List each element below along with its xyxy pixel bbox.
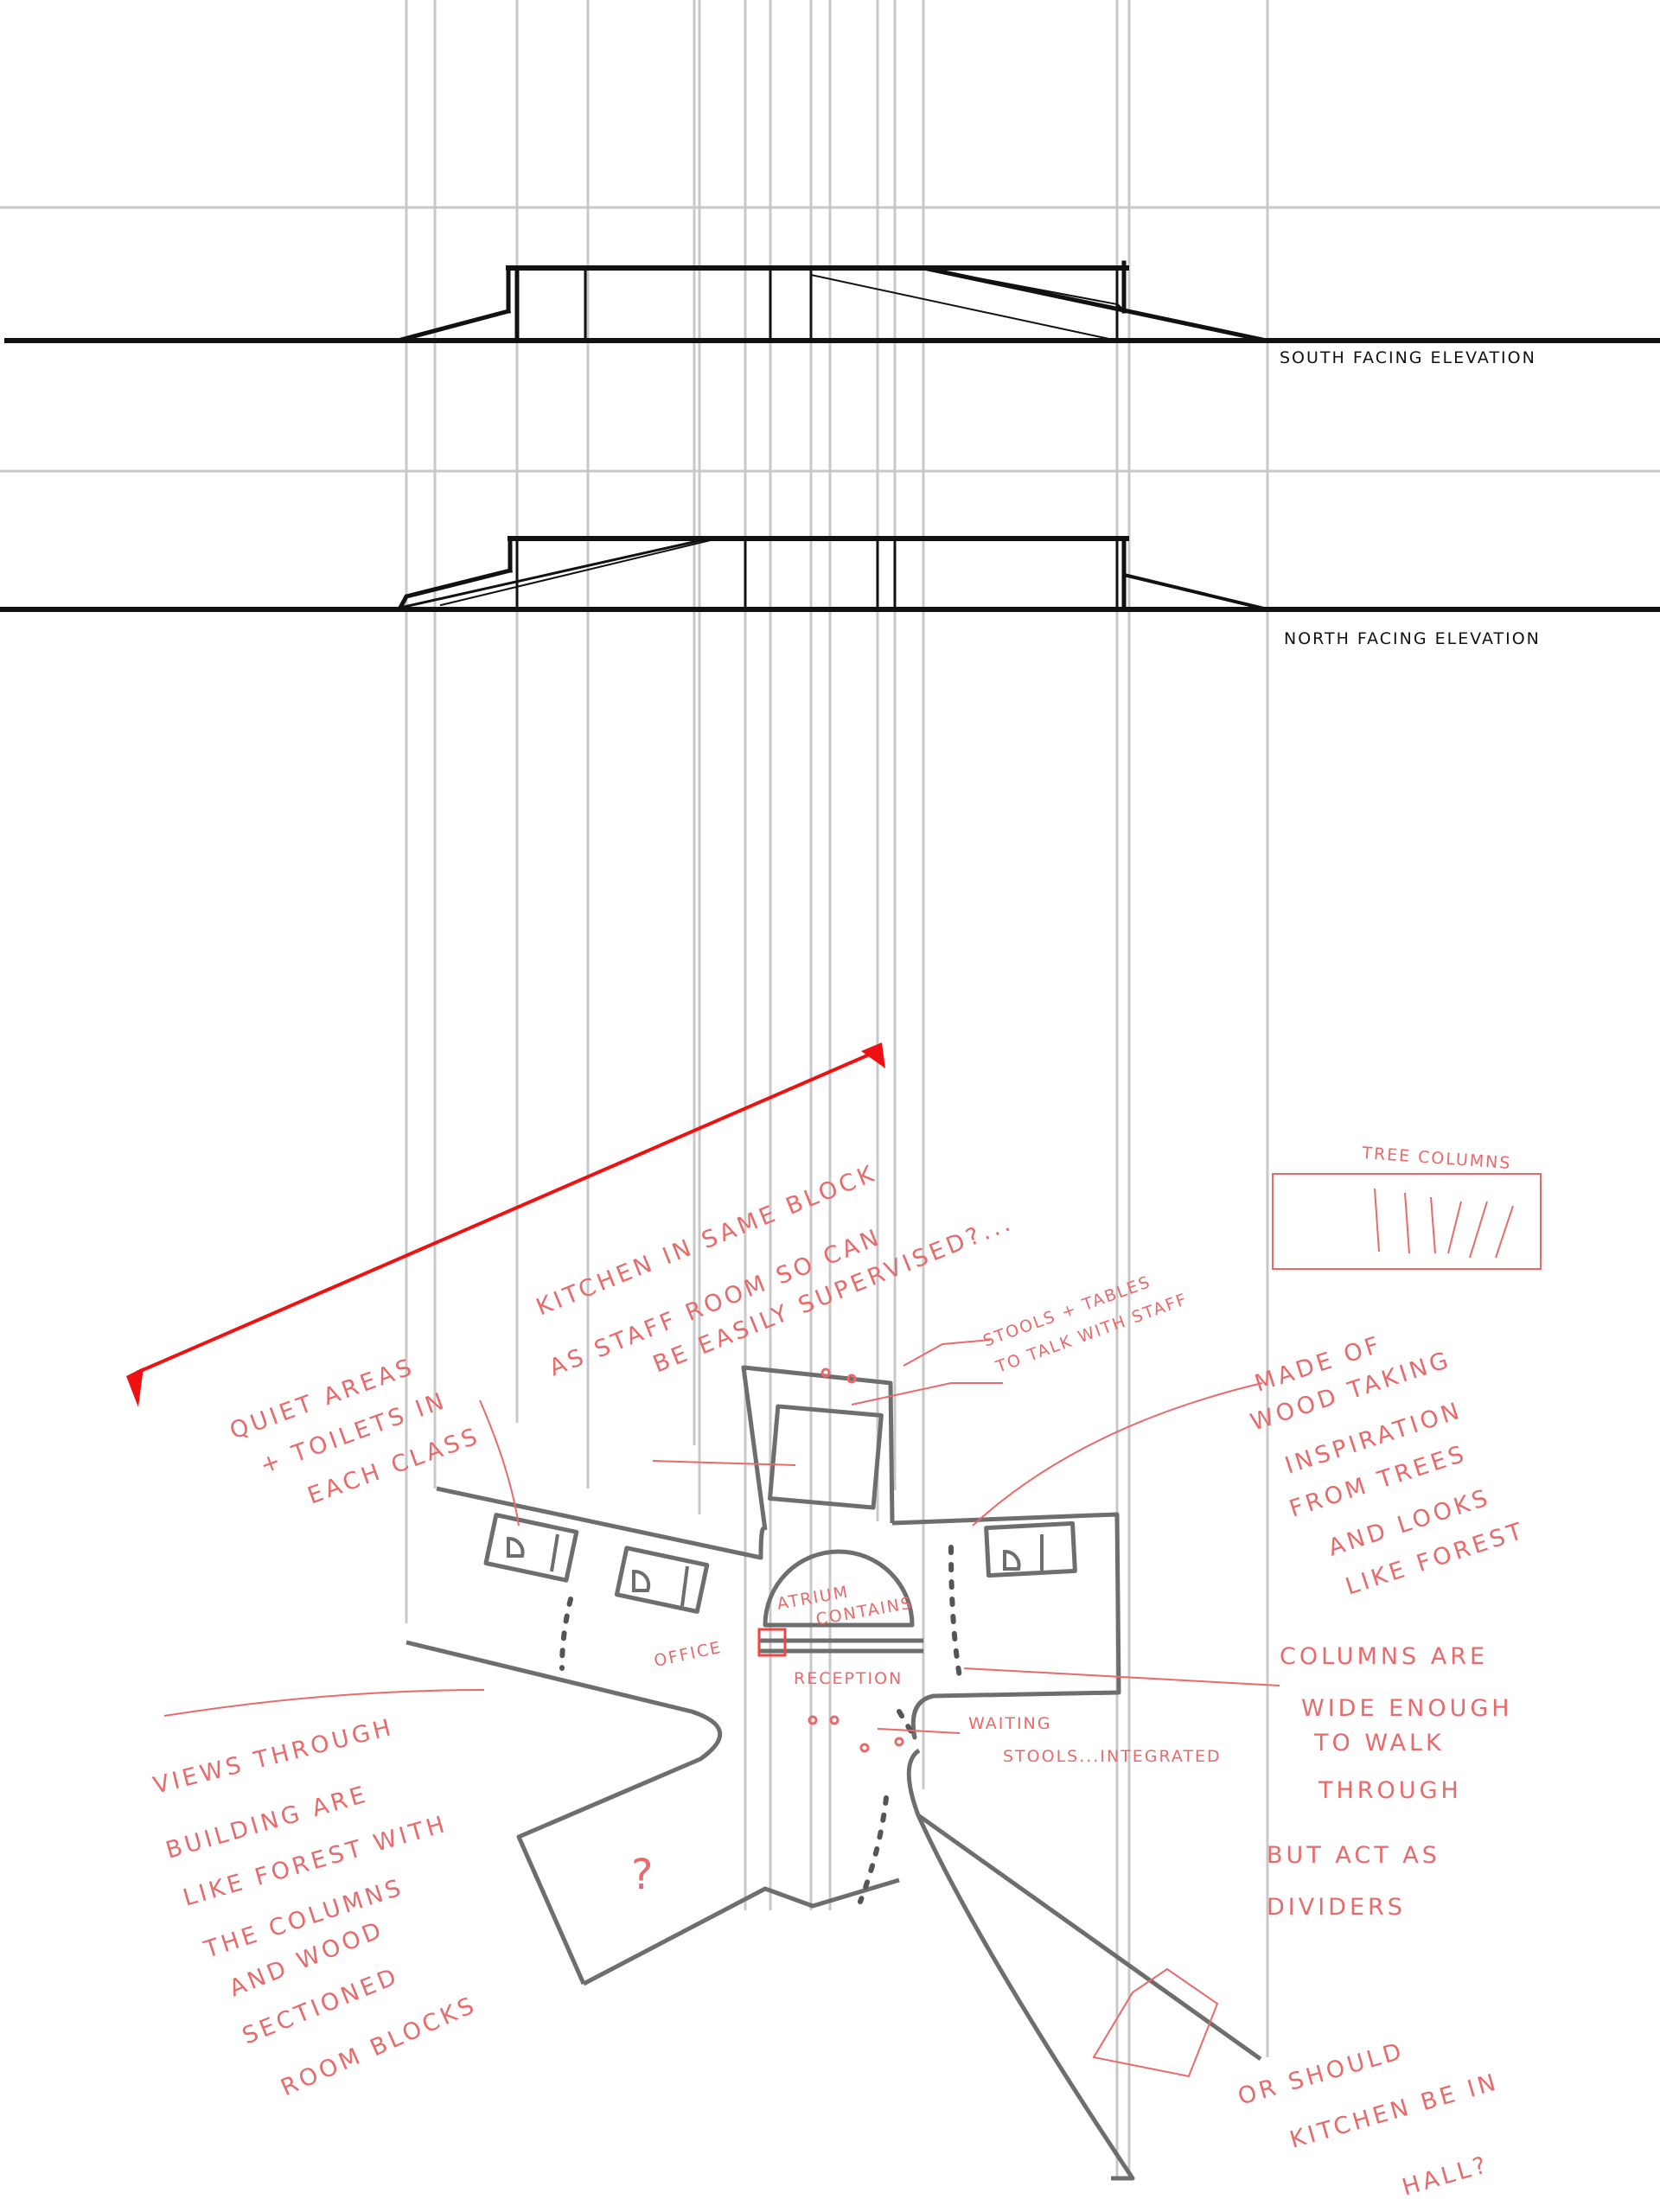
note-views: VIEWS THROUGH BUILDING ARE LIKE FOREST W… — [150, 1714, 481, 2102]
south-elevation — [4, 260, 1660, 344]
note-office: OFFICE — [652, 1638, 724, 1671]
office-box — [757, 1628, 787, 1657]
columns-line-4: THROUGH — [1318, 1777, 1462, 1804]
floor-plan — [405, 1365, 1262, 2181]
or-should-line-3: HALL? — [1399, 2151, 1492, 2201]
columns-line-1: COLUMNS ARE — [1280, 1643, 1488, 1670]
north-elevation-label: NORTH FACING ELEVATION — [1284, 629, 1541, 648]
columns-line-6: DIVIDERS — [1267, 1894, 1406, 1921]
annotations: QUIET AREAS + TOILETS IN EACH CLASS KITC… — [150, 1144, 1529, 2202]
waiting-line-1: WAITING — [968, 1714, 1052, 1733]
section-marker-right — [861, 1042, 885, 1068]
note-quiet-areas: QUIET AREAS + TOILETS IN EACH CLASS — [227, 1353, 484, 1509]
note-reception: RECEPTION — [794, 1669, 903, 1688]
south-elevation-label: SOUTH FACING ELEVATION — [1280, 348, 1536, 367]
note-tree-columns: TREE COLUMNS — [1361, 1144, 1512, 1173]
waiting-line-2: STOOLS...INTEGRATED — [1003, 1747, 1222, 1766]
note-stools: STOOLS + TABLES TO TALK WITH STAFF — [980, 1272, 1191, 1377]
note-made-of-wood: MADE OF WOOD TAKING INSPIRATION FROM TRE… — [1248, 1331, 1529, 1601]
section-marker-left — [126, 1367, 144, 1407]
note-or-should: OR SHOULD KITCHEN BE IN HALL? — [1235, 2037, 1502, 2202]
columns-line-5: BUT ACT AS — [1267, 1842, 1440, 1869]
seating-dots — [808, 1367, 904, 1753]
annotation-sketches — [163, 1173, 1542, 2078]
section-cut-line — [126, 1042, 885, 1407]
door-symbols — [507, 1533, 1044, 1607]
columns-line-3: TO WALK — [1313, 1730, 1445, 1756]
columns-line-2: WIDE ENOUGH — [1301, 1695, 1513, 1722]
note-kitchen: KITCHEN IN SAME BLOCK AS STAFF ROOM SO C… — [533, 1160, 1017, 1382]
note-atrium: ATRIUM CONTAINS — [776, 1583, 915, 1629]
or-should-line-1: OR SHOULD — [1235, 2037, 1408, 2111]
note-columns: COLUMNS ARE WIDE ENOUGH TO WALK THROUGH … — [1267, 1643, 1513, 1921]
note-waiting: WAITING STOOLS...INTEGRATED — [968, 1714, 1222, 1766]
note-question: ? — [631, 1851, 656, 1899]
north-elevation — [0, 536, 1660, 612]
column-dots — [559, 1545, 962, 1904]
